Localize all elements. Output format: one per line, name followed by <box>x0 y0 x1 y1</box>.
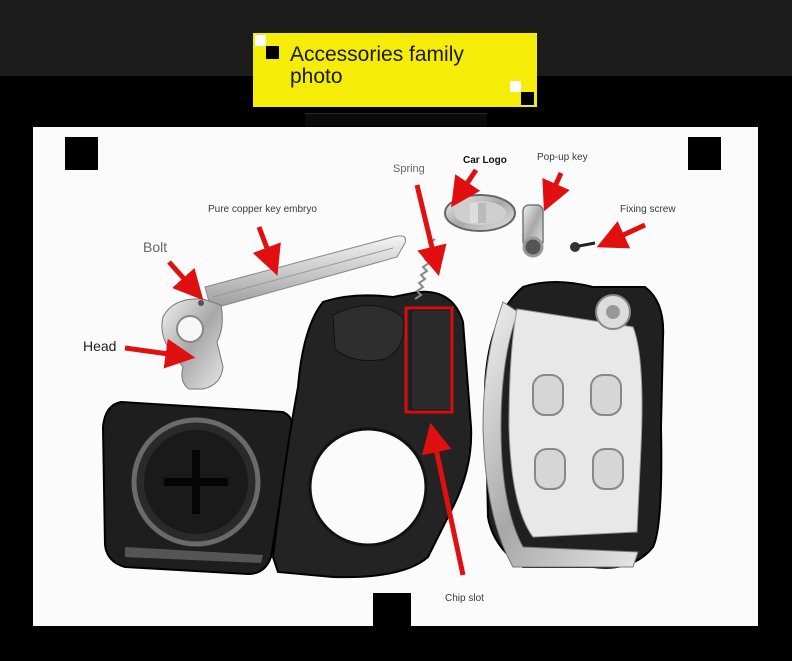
label-popup-key: Pop-up key <box>537 152 588 163</box>
car-logo-icon <box>444 194 516 232</box>
banner-square-white-br <box>510 81 521 92</box>
arrow-key-embryo <box>252 226 281 276</box>
pointer-arrows <box>124 168 647 576</box>
banner-title: Accessories family photo <box>290 43 464 88</box>
label-fixing-screw: Fixing screw <box>620 204 676 215</box>
label-chip-slot: Chip slot <box>445 593 484 604</box>
corner-mark-bottom <box>373 593 411 626</box>
button-shell-left-icon <box>101 400 293 576</box>
button-shell-right-icon <box>482 281 665 569</box>
banner-square-white-tl <box>255 35 266 46</box>
arrow-fixing-screw <box>596 221 647 249</box>
arrow-popup-key <box>542 171 570 212</box>
banner-square-black-tl <box>266 46 279 59</box>
key-blade-icon <box>204 235 406 310</box>
corner-mark-tr <box>688 137 721 170</box>
fixing-screw-icon <box>570 241 596 252</box>
arrow-bolt <box>167 260 204 301</box>
label-spring: Spring <box>393 163 425 175</box>
label-head: Head <box>83 338 117 354</box>
key-head-icon <box>161 298 224 390</box>
popup-key-icon <box>522 204 544 258</box>
label-bolt: Bolt <box>143 239 168 255</box>
chip-slot-highlight-box <box>404 306 454 414</box>
banner-underline <box>305 113 487 126</box>
arrow-car-logo <box>451 168 481 208</box>
banner-square-black-br <box>521 92 534 105</box>
title-banner: Accessories family photo <box>253 33 537 107</box>
arrow-chip-slot <box>421 422 466 576</box>
product-photo: Bolt Head Pure copper key embryo Spring … <box>33 127 758 626</box>
arrow-head <box>124 338 196 369</box>
label-key-embryo: Pure copper key embryo <box>208 204 317 215</box>
label-car-logo: Car Logo <box>463 155 507 166</box>
corner-mark-tl <box>65 137 98 170</box>
key-housing-middle-icon <box>271 290 473 579</box>
key-parts-illustration <box>101 168 665 579</box>
arrow-spring <box>414 184 447 277</box>
